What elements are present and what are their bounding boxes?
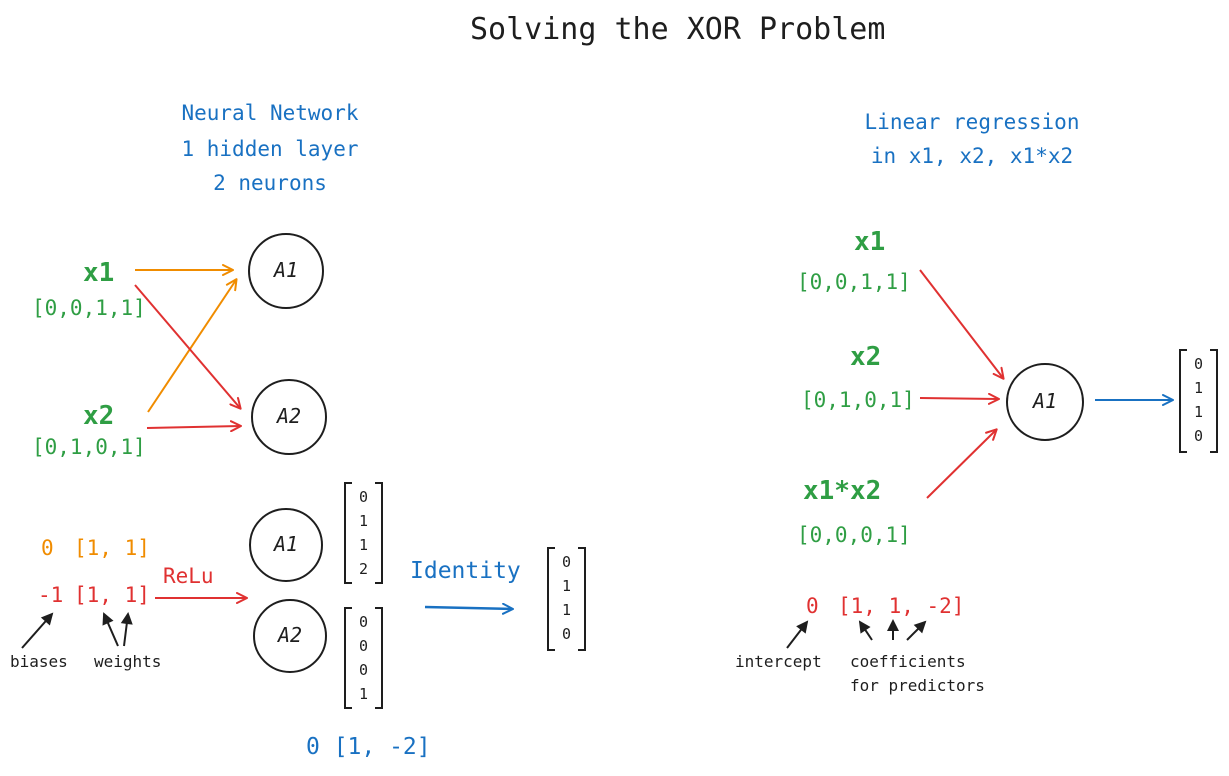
coef-pointer-arrow-1 — [858, 620, 873, 641]
lr-output-bracket-left — [1179, 349, 1187, 453]
lr-x2-label: x2 — [850, 342, 882, 372]
lr-output-value: 0 — [1193, 355, 1204, 373]
lr-heading-line-2: in x1, x2, x1*x2 — [870, 144, 1074, 168]
lr-arrow-x1x2 — [926, 428, 998, 499]
intercept-pointer-arrow — [786, 620, 809, 649]
lr-output-value: 0 — [1193, 427, 1204, 445]
diagram-title: Solving the XOR Problem — [470, 12, 886, 47]
a1-output-value: 0 — [358, 488, 369, 506]
hidden-node-a1 — [249, 508, 323, 582]
nn-node-a1-label: A1 — [273, 258, 299, 282]
weights-a2: [1, 1] — [74, 583, 150, 607]
nn-x2-label: x2 — [83, 401, 115, 431]
nn-x1-label: x1 — [83, 258, 115, 288]
nn-x1-values: [0,0,1,1] — [32, 296, 146, 320]
coef-pointer-arrow-3 — [906, 620, 927, 641]
lr-node-a1 — [1006, 363, 1084, 441]
a1-output-value: 1 — [358, 512, 369, 530]
weights-pointer-arrow-2 — [120, 612, 133, 647]
nn-heading-line-1: Neural Network — [181, 101, 359, 125]
coefficients-label-line-1: coefficients — [850, 652, 966, 671]
nn-node-a2-label: A2 — [276, 404, 302, 428]
identity-arrow — [424, 602, 514, 615]
nn-output-value: 0 — [561, 625, 572, 643]
weights-pointer-arrow-1 — [102, 612, 119, 647]
nn-output-value: 1 — [561, 577, 572, 595]
a2-output-bracket-right — [375, 607, 383, 709]
lr-intercept-value: 0 — [806, 594, 819, 618]
nn-node-a2 — [251, 379, 327, 455]
lr-output-value: 1 — [1193, 403, 1204, 421]
nn-output-value: 0 — [561, 553, 572, 571]
a2-output-bracket-left — [344, 607, 352, 709]
hidden-node-a2 — [253, 599, 327, 673]
nn-heading-line-3: 2 neurons — [213, 171, 327, 195]
a1-output-value: 2 — [358, 560, 369, 578]
nn-node-a1 — [248, 233, 324, 309]
a1-output-value: 1 — [358, 536, 369, 554]
bias-a2: -1 — [38, 583, 64, 607]
a2-output-value: 0 — [358, 613, 369, 631]
lr-x1-label: x1 — [854, 227, 886, 257]
bias-a1: 0 — [41, 536, 54, 560]
weights-label: weights — [94, 652, 162, 671]
lr-x1x2-label: x1*x2 — [803, 476, 882, 506]
lr-node-a1-label: A1 — [1032, 389, 1058, 413]
a1-output-bracket-right — [375, 482, 383, 584]
biases-pointer-arrow — [21, 612, 54, 649]
lr-output-value: 1 — [1193, 379, 1204, 397]
lr-x1-values: [0,0,1,1] — [797, 270, 911, 294]
a1-output-bracket-left — [344, 482, 352, 584]
arrow-x1-a2 — [134, 284, 242, 410]
arrow-x2-a1 — [147, 278, 238, 413]
coefficients-label-line-2: for predictors — [850, 676, 985, 695]
biases-label: biases — [10, 652, 68, 671]
a2-output-value: 1 — [358, 685, 369, 703]
nn-output-params: 0 [1, -2] — [306, 734, 431, 760]
nn-output-value: 1 — [561, 601, 572, 619]
arrow-x2-a2 — [146, 420, 242, 433]
nn-heading-line-2: 1 hidden layer — [181, 137, 359, 161]
nn-output-bracket-left — [547, 547, 555, 651]
nn-output-bracket-right — [578, 547, 586, 651]
identity-label: Identity — [410, 558, 521, 584]
nn-x2-values: [0,1,0,1] — [32, 435, 146, 459]
lr-coefficients-value: [1, 1, -2] — [838, 594, 965, 618]
hidden-node-a1-label: A1 — [273, 532, 299, 556]
lr-arrow-x2 — [919, 392, 1000, 405]
a2-output-value: 0 — [358, 661, 369, 679]
lr-arrow-x1 — [919, 269, 1005, 380]
lr-x1x2-values: [0,0,0,1] — [797, 523, 911, 547]
lr-x2-values: [0,1,0,1] — [801, 388, 915, 412]
lr-output-bracket-right — [1210, 349, 1218, 453]
a2-output-value: 0 — [358, 637, 369, 655]
weights-a1: [1, 1] — [74, 536, 150, 560]
hidden-node-a2-label: A2 — [277, 623, 303, 647]
intercept-label: intercept — [735, 652, 822, 671]
lr-heading-line-1: Linear regression — [864, 110, 1080, 134]
relu-label: ReLu — [163, 564, 214, 588]
